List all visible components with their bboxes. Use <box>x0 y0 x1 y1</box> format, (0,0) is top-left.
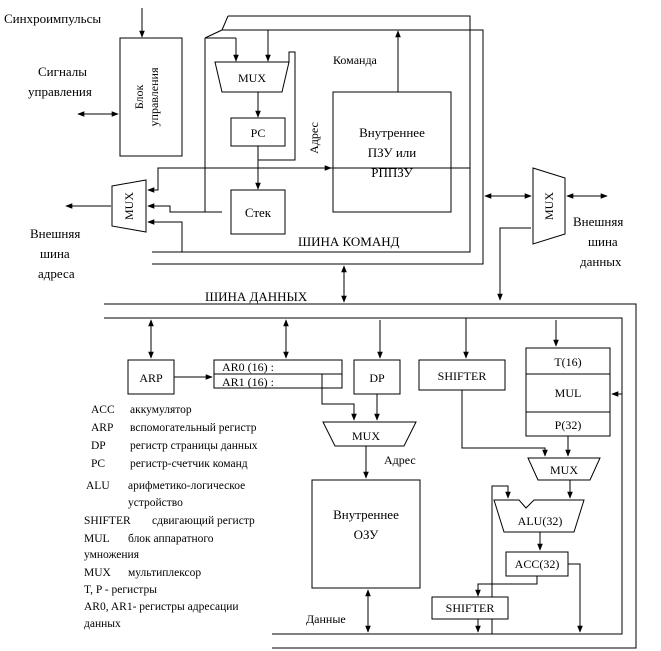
instruction-bus-inner <box>152 30 471 253</box>
ext-addr-bus-label-3: адреса <box>38 266 75 281</box>
mul-label: MUL <box>555 386 582 400</box>
ext-addr-bus-label-1: Внешняя <box>30 226 80 241</box>
legend-text: T, P - регистры <box>84 584 157 596</box>
data-bus-inner <box>104 317 623 635</box>
alu-unit <box>493 499 585 533</box>
legend-text: умножения <box>84 549 140 561</box>
mux-ram <box>322 421 417 447</box>
stack-label: Стек <box>245 205 272 220</box>
arp-label: ARP <box>139 371 163 385</box>
ram-label-1: Внутреннее <box>333 507 399 522</box>
shifter-top-label: SHIFTER <box>438 369 487 383</box>
data-label: Данные <box>306 612 346 626</box>
legend-key: DP <box>91 440 106 452</box>
command-label: Команда <box>333 53 378 67</box>
mux-top-label: MUX <box>238 71 266 85</box>
rom-block <box>332 91 452 213</box>
instruction-bus-label: ШИНА КОМАНД <box>298 234 400 249</box>
ram-block <box>311 479 421 589</box>
shifter-bottom-label: SHIFTER <box>446 601 495 615</box>
ar1-label: AR1 (16) : <box>222 375 274 389</box>
acc-label: ACC(32) <box>515 557 560 571</box>
control-signals-label-2: управления <box>28 84 92 99</box>
legend-key: ARP <box>91 422 113 434</box>
ext-data-bus-label-2: шина <box>588 234 618 249</box>
control-signals-label-1: Сигналы <box>38 64 87 79</box>
t16-label: T(16) <box>554 355 581 369</box>
mux-alu-label: MUX <box>550 463 578 477</box>
mux-top <box>214 61 290 93</box>
legend-text: блок аппаратного <box>128 533 214 545</box>
rom-label-3: РППЗУ <box>371 165 413 180</box>
legend-key: SHIFTER <box>84 515 131 527</box>
alu-label: ALU(32) <box>518 514 563 528</box>
mux-left-label: MUX <box>122 192 136 220</box>
acc-register <box>505 551 569 577</box>
rom-label-2: ПЗУ или <box>368 145 416 160</box>
instruction-bus-outer <box>152 15 484 265</box>
legend-text: AR0, AR1- регистры адресации <box>84 601 239 613</box>
instruction-bus-top-inner <box>221 15 470 31</box>
mux-ram-label: MUX <box>352 429 380 443</box>
legend-text: регистр страницы данных <box>130 440 258 452</box>
ram-label-2: ОЗУ <box>354 527 380 542</box>
address-label: Адрес <box>384 453 416 467</box>
pc-label: PC <box>251 126 266 140</box>
legend-key: PC <box>91 458 105 470</box>
mux-left <box>111 179 147 233</box>
shifter-bottom <box>431 596 509 620</box>
legend-text: вспомогательный регистр <box>130 422 257 434</box>
control-block-label-2: управления <box>147 67 161 126</box>
rom-label-1: Внутреннее <box>359 125 425 140</box>
shifter-top <box>418 359 506 391</box>
ext-data-bus-label-1: Внешняя <box>573 214 623 229</box>
legend-text: мультиплексор <box>128 567 201 579</box>
legend-text: сдвигающий регистр <box>152 515 255 527</box>
ext-data-bus-label-3: данных <box>580 254 622 269</box>
legend-text: арифметико-логическое <box>128 480 245 492</box>
mul-unit <box>525 347 611 437</box>
legend-text: аккумулятор <box>130 404 192 416</box>
ar0-label: AR0 (16) : <box>222 360 274 374</box>
stack-register <box>230 189 286 235</box>
legend-key: MUX <box>84 567 112 579</box>
legend-text: регистр-счетчик команд <box>130 458 248 470</box>
address-vertical-label: Адрес <box>307 122 321 154</box>
data-bus-outer <box>104 303 637 649</box>
legend-text: данных <box>84 618 121 630</box>
legend-key: ALU <box>86 480 110 492</box>
sync-pulses-label: Синхроимпульсы <box>4 11 101 26</box>
legend: ACC аккумулятор ARP вспомогательный реги… <box>84 404 258 630</box>
data-bus-label: ШИНА ДАННЫХ <box>205 289 308 304</box>
legend-key: MUL <box>84 533 110 545</box>
legend-key: ACC <box>91 404 115 416</box>
ext-addr-bus-label-2: шина <box>40 246 70 261</box>
mux-right-label: MUX <box>542 192 556 220</box>
mux-right <box>532 167 566 245</box>
instruction-bus-corner <box>204 29 223 39</box>
legend-text: устройство <box>128 497 183 509</box>
control-block <box>119 37 183 157</box>
p32-label: P(32) <box>555 418 582 432</box>
dp-label: DP <box>369 371 385 385</box>
control-block-label-1: Блок <box>132 85 146 110</box>
mux-alu <box>527 457 601 481</box>
